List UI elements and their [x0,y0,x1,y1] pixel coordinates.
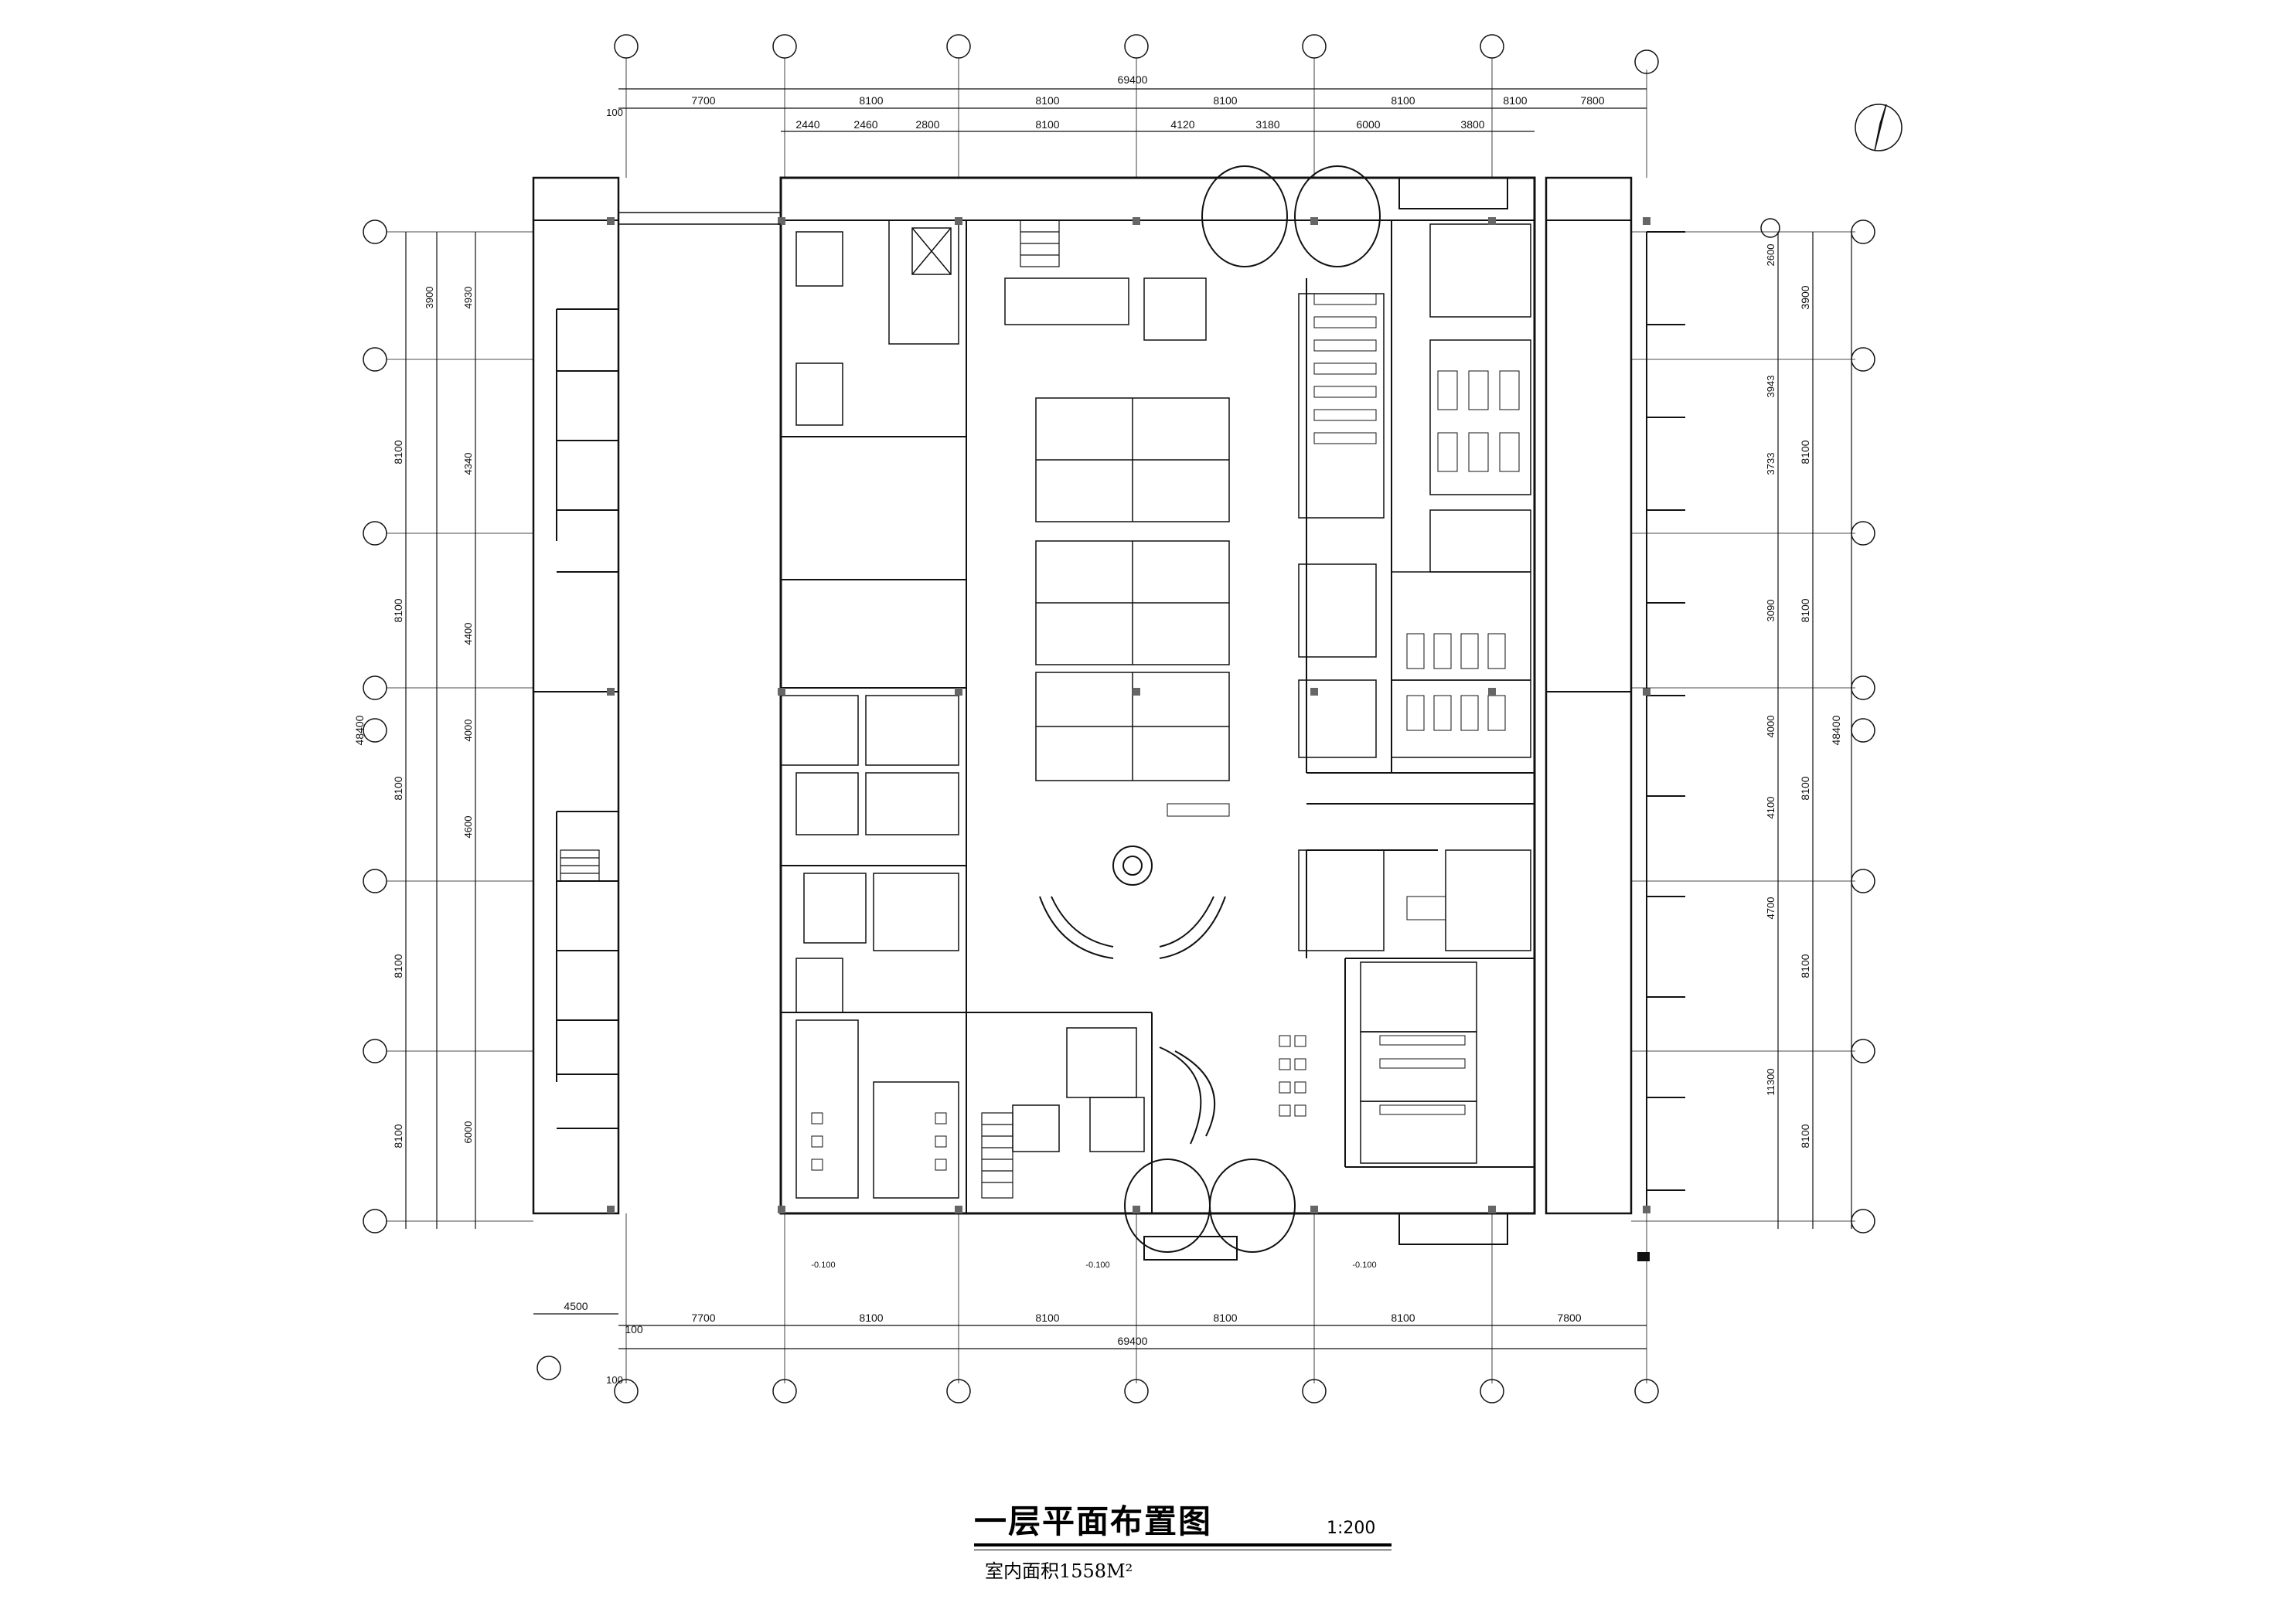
level-mark-2: -0.100 [1352,1261,1376,1270]
west-wing-outline [532,176,620,1215]
dimension-labels: 69400 69400 48400 48400 7700 8100 8100 8… [353,73,1842,1386]
left-span-4: 8100 [392,1124,404,1148]
right-span-5: 8100 [1799,1124,1811,1148]
central-room-cluster [1035,397,1230,781]
east-wing-partitions [1546,219,1685,1206]
left-span-1: 8100 [392,598,404,622]
right-span-2: 8100 [1799,598,1811,622]
east-wing-outline [1545,176,1633,1215]
drawing-title: 一层平面布置图 [974,1502,1213,1540]
overall-dim-left: 48400 [353,715,366,745]
legend-swatch [1637,1252,1650,1261]
elevator-icon [911,227,952,275]
title-underline [974,1543,1392,1546]
right-sub-3: 3733 [1765,453,1777,475]
right-span-4: 8100 [1799,954,1811,978]
top-sub-span-11: 3180 [1255,118,1279,131]
top-span-2: 8100 [1035,94,1059,107]
top-span-6: 7800 [1580,94,1604,107]
west-wing-partitions [533,219,618,1129]
service-rooms [780,219,1207,1199]
level-mark-1: -0.100 [1085,1261,1109,1270]
left-sub-6: 4600 [462,816,474,839]
top-span-4: 8100 [1391,94,1415,107]
left-sub-10: 6000 [462,1121,474,1144]
top-sub-span-15: 3800 [1460,118,1484,131]
grid-axis-guides [387,58,1855,1383]
misc-label-0: 100 [606,107,623,118]
top-span-3: 8100 [1213,94,1237,107]
top-sub-span-5: 2800 [915,118,939,131]
bottom-extra-1: 100 [625,1323,643,1335]
bottom-extra-0: 4500 [564,1300,588,1312]
drawing-scale: 1:200 [1327,1519,1376,1538]
right-sub-7: 4100 [1765,797,1777,819]
bottom-span-1: 8100 [859,1312,883,1324]
top-span-1: 8100 [859,94,883,107]
right-sub-6: 4000 [1765,716,1777,738]
top-sub-span-7: 8100 [1035,118,1059,131]
left-sub-2: 4340 [462,453,474,475]
right-span-1: 8100 [1799,440,1811,464]
top-sub-span-3: 2460 [853,118,877,131]
bottom-span-0: 7700 [691,1312,715,1324]
right-sub-8: 4700 [1765,897,1777,920]
left-sub-5: 4000 [462,720,474,742]
left-sub-1: 4930 [462,287,474,309]
misc-label-1: 100 [606,1374,623,1386]
left-span-2: 8100 [392,776,404,800]
right-span-3: 8100 [1799,776,1811,800]
bottom-span-2: 8100 [1035,1312,1059,1324]
right-sub-5: 3090 [1765,600,1777,622]
staircase-icon [560,219,1060,1199]
top-span-5: 8100 [1503,94,1527,107]
dimension-lines [405,88,1852,1349]
bottom-span-4: 8100 [1391,1312,1415,1324]
corridor-bridge [618,212,781,225]
revolving-door-icon [1124,165,1508,1261]
left-sub-4: 4400 [462,623,474,645]
right-sub-2: 3943 [1765,376,1777,398]
grid-bubble-icon [363,34,1875,1404]
level-mark-0: -0.100 [811,1261,835,1270]
interior-walls [781,219,1535,1213]
top-sub-span-13: 6000 [1356,118,1380,131]
bottom-span-5: 7800 [1557,1312,1581,1324]
overall-dim-top: 69400 [1118,73,1148,86]
top-span-0: 7700 [691,94,715,107]
bottom-span-3: 8100 [1213,1312,1237,1324]
right-span-0: 3900 [1799,285,1811,309]
right-sub-9: 11300 [1765,1068,1777,1095]
overall-dim-bottom: 69400 [1118,1335,1148,1347]
overall-dim-right: 48400 [1830,715,1842,745]
title-block: 一层平面布置图 1:200 室内面积1558M² [974,1495,1407,1582]
area-note: 室内面积1558M² [985,1560,1133,1582]
north-arrow-icon [1855,104,1903,151]
left-sub-0: 3900 [424,287,435,309]
reception-desks [1039,846,1226,1145]
top-sub-span-1: 2440 [795,118,819,131]
left-span-3: 8100 [392,954,404,978]
left-span-0: 8100 [392,440,404,464]
furniture [811,293,1520,1171]
right-sub-0: 2600 [1765,244,1777,267]
top-sub-span-9: 4120 [1170,118,1194,131]
structural-columns [607,217,1650,1213]
